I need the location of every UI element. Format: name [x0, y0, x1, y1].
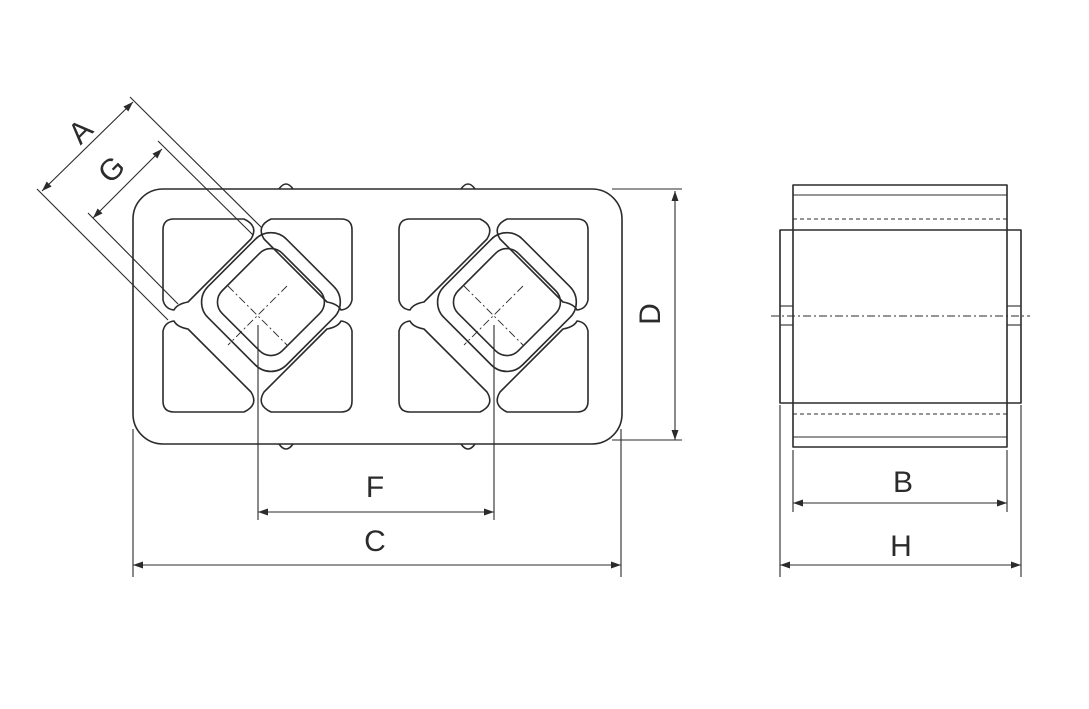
dimension-label-d: D — [634, 303, 667, 325]
left-window — [260, 218, 353, 311]
right-window — [398, 320, 491, 413]
extension-line — [129, 96, 263, 229]
extension-line — [87, 212, 179, 305]
side-dimensions: B H — [779, 405, 1022, 577]
right-window — [496, 218, 589, 311]
dimension-label-g: G — [92, 150, 132, 190]
edge-bump — [278, 183, 294, 190]
center-mark — [463, 285, 524, 346]
front-dimensions: A G D F C — [36, 96, 682, 577]
center-mark — [227, 285, 288, 346]
edge-bump — [460, 443, 476, 450]
left-window — [162, 218, 255, 311]
dimension-line-g — [92, 148, 163, 219]
side-flange — [779, 229, 1022, 404]
center-mark — [227, 285, 288, 346]
right-window — [496, 320, 589, 413]
extension-line — [36, 188, 169, 321]
dimension-label-c: C — [364, 525, 386, 558]
left-window — [260, 320, 353, 413]
edge-bump — [278, 443, 294, 450]
dimension-label-f: F — [366, 471, 384, 504]
dimension-label-b: B — [893, 466, 913, 499]
front-view — [132, 183, 623, 450]
dimension-label-a: A — [62, 113, 99, 150]
left-post-outer — [200, 231, 342, 373]
left-window — [162, 320, 255, 413]
edge-bump — [460, 183, 476, 190]
dimension-line-a — [41, 101, 134, 192]
side-view — [771, 184, 1030, 448]
right-post-outer — [436, 231, 578, 373]
extension-line — [157, 140, 254, 236]
center-mark — [463, 285, 524, 346]
dimension-label-h: H — [890, 530, 912, 563]
right-window — [398, 218, 491, 311]
core-outer-body — [132, 188, 623, 445]
